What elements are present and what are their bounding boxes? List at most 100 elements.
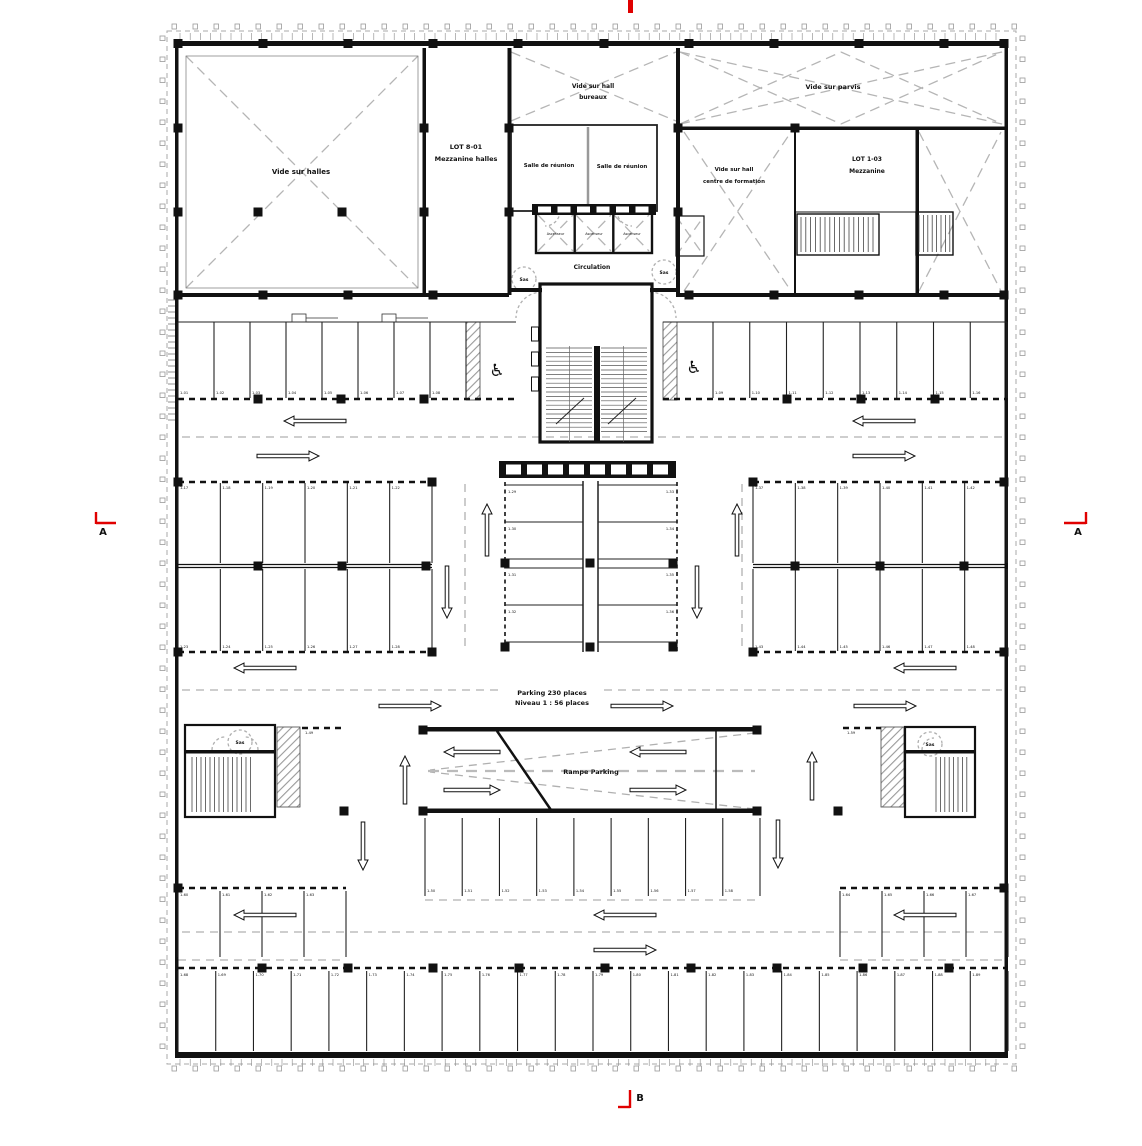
svg-text:1-60: 1-60: [180, 893, 189, 897]
svg-text:1-02: 1-02: [216, 391, 224, 395]
svg-text:1-55: 1-55: [613, 889, 621, 893]
svg-text:1-34: 1-34: [666, 527, 675, 531]
svg-text:1-58: 1-58: [725, 889, 734, 893]
room-labels: Vide sur halles LOT 8-01 Mezzanine halle…: [236, 83, 935, 776]
svg-text:1-16: 1-16: [972, 391, 981, 395]
door-and-vent-slots: [506, 206, 668, 475]
label-sas-core-left: Sas: [520, 277, 529, 283]
svg-text:1-17: 1-17: [180, 486, 188, 490]
svg-text:1-07: 1-07: [396, 391, 404, 395]
svg-text:1-66: 1-66: [926, 893, 935, 897]
label-salle-reunion-left: Salle de réunion: [524, 162, 575, 169]
svg-text:1-62: 1-62: [264, 893, 272, 897]
label-vide-hall-formation-1: Vide sur hall: [715, 167, 754, 173]
svg-text:1-36: 1-36: [666, 610, 675, 614]
svg-text:1-09: 1-09: [715, 391, 724, 395]
site-boundary: [159, 23, 1026, 1072]
section-marker-right: A: [1064, 512, 1088, 538]
svg-text:1-80: 1-80: [633, 973, 642, 977]
section-letter-right: A: [1074, 527, 1082, 538]
section-letter-left: A: [99, 527, 107, 538]
svg-text:1-73: 1-73: [369, 973, 377, 977]
svg-text:1-39: 1-39: [840, 486, 849, 490]
svg-text:1-22: 1-22: [392, 486, 400, 490]
svg-text:1-82: 1-82: [708, 973, 716, 977]
svg-text:1-04: 1-04: [288, 391, 297, 395]
svg-text:1-65: 1-65: [884, 893, 892, 897]
svg-text:1-27: 1-27: [349, 645, 357, 649]
svg-text:1-44: 1-44: [797, 645, 806, 649]
svg-text:1-40: 1-40: [882, 486, 891, 490]
label-parking-places: Parking 230 places: [517, 689, 587, 697]
svg-text:1-29: 1-29: [508, 490, 517, 494]
svg-text:1-49: 1-49: [305, 731, 314, 735]
section-letter-bottom: B: [636, 1093, 644, 1104]
svg-text:1-53: 1-53: [539, 889, 547, 893]
svg-text:1-45: 1-45: [840, 645, 848, 649]
label-lot-8-01-sub: Mezzanine halles: [435, 155, 498, 163]
svg-text:1-85: 1-85: [821, 973, 829, 977]
label-sas-stair-right: Sas: [926, 742, 935, 748]
svg-text:1-03: 1-03: [252, 391, 260, 395]
label-vide-sur-halles: Vide sur halles: [272, 168, 330, 176]
svg-text:1-70: 1-70: [255, 973, 264, 977]
svg-text:1-01: 1-01: [180, 391, 188, 395]
svg-text:1-77: 1-77: [520, 973, 528, 977]
label-sas-core-right: Sas: [660, 270, 669, 276]
svg-text:1-33: 1-33: [666, 490, 674, 494]
svg-text:1-75: 1-75: [444, 973, 452, 977]
label-sas-stair-left: Sas: [236, 740, 245, 746]
svg-text:1-20: 1-20: [307, 486, 316, 490]
svg-text:1-11: 1-11: [789, 391, 797, 395]
svg-text:1-42: 1-42: [967, 486, 975, 490]
svg-text:1-87: 1-87: [897, 973, 905, 977]
wheelchair-icon: ♿: [489, 361, 504, 381]
svg-text:1-08: 1-08: [432, 391, 441, 395]
svg-text:1-57: 1-57: [688, 889, 696, 893]
svg-text:1-25: 1-25: [265, 645, 273, 649]
shaft-hatches: [276, 321, 905, 808]
svg-text:1-52: 1-52: [501, 889, 509, 893]
svg-text:1-71: 1-71: [293, 973, 301, 977]
svg-text:1-64: 1-64: [842, 893, 851, 897]
svg-text:1-78: 1-78: [557, 973, 566, 977]
svg-text:1-51: 1-51: [464, 889, 472, 893]
svg-text:1-21: 1-21: [349, 486, 357, 490]
label-lot-1-03: LOT 1-03: [852, 156, 882, 163]
svg-text:1-83: 1-83: [746, 973, 754, 977]
svg-text:1-69: 1-69: [218, 973, 227, 977]
svg-text:1-30: 1-30: [508, 527, 517, 531]
label-lot-1-03-sub: Mezzanine: [849, 168, 885, 175]
walls: [175, 41, 1008, 1058]
svg-text:1-54: 1-54: [576, 889, 585, 893]
traffic-arrows: [232, 415, 957, 956]
label-salle-reunion-right: Salle de réunion: [597, 163, 648, 170]
svg-text:1-76: 1-76: [482, 973, 491, 977]
svg-text:1-74: 1-74: [406, 973, 415, 977]
svg-text:1-48: 1-48: [967, 645, 976, 649]
svg-text:1-05: 1-05: [324, 391, 332, 395]
label-parking-niveau: Niveau 1 : 56 places: [515, 699, 589, 707]
svg-text:1-59: 1-59: [847, 731, 856, 735]
label-rampe-parking: Rampe Parking: [563, 768, 619, 776]
svg-text:1-72: 1-72: [331, 973, 339, 977]
svg-text:1-63: 1-63: [306, 893, 314, 897]
section-tick-top: [628, 0, 633, 13]
label-vide-hall-bureaux-2: bureaux: [579, 94, 607, 101]
svg-text:1-24: 1-24: [222, 645, 231, 649]
svg-text:1-50: 1-50: [427, 889, 436, 893]
svg-text:1-37: 1-37: [755, 486, 763, 490]
svg-text:1-84: 1-84: [784, 973, 793, 977]
svg-text:1-23: 1-23: [180, 645, 188, 649]
wheelchair-icon: ♿: [686, 358, 701, 378]
svg-text:1-81: 1-81: [670, 973, 678, 977]
svg-text:1-46: 1-46: [882, 645, 891, 649]
label-ascenseur-2: Ascenseur: [585, 232, 603, 236]
svg-text:1-35: 1-35: [666, 573, 674, 577]
label-lot-8-01: LOT 8-01: [450, 143, 483, 151]
section-markers: A A B: [94, 0, 1088, 1109]
